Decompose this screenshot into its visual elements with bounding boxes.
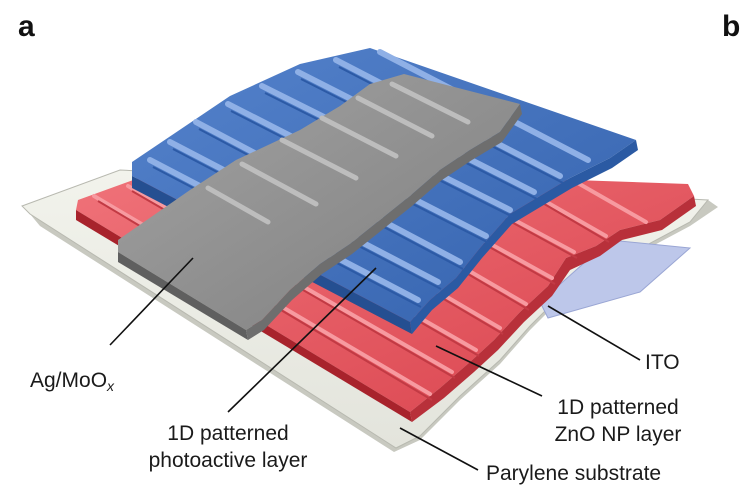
electrode-body — [118, 74, 520, 330]
label-electrode-text: Ag/MoO — [30, 369, 108, 392]
label-zno: 1D patterned ZnO NP layer — [528, 394, 708, 448]
leader-lines — [109, 257, 641, 471]
label-photoactive: 1D patterned photoactive layer — [128, 420, 328, 474]
leader-electrode — [109, 257, 194, 346]
label-photoactive-line2: photoactive layer — [148, 449, 308, 472]
electrode-side — [246, 104, 522, 340]
panel-letter-a: a — [18, 10, 35, 43]
leader-ito — [547, 305, 641, 361]
photoactive-side — [410, 140, 638, 334]
panel-letter-b: b — [722, 10, 741, 43]
electrode-layer — [118, 74, 522, 340]
label-photoactive-line1: 1D patterned — [167, 422, 289, 445]
label-substrate: Parylene substrate — [486, 462, 662, 485]
label-zno-line2: ZnO NP layer — [554, 423, 682, 446]
zno-side — [410, 196, 696, 422]
electrode-edge — [118, 252, 248, 340]
label-ito: ITO — [645, 351, 680, 374]
leader-substrate — [399, 427, 479, 471]
leader-photoactive — [227, 267, 377, 413]
label-zno-line1: 1D patterned — [557, 396, 679, 419]
label-electrode-subscript: x — [107, 378, 115, 394]
leader-zno — [435, 345, 543, 397]
label-electrode: Ag/MoOx — [30, 367, 114, 400]
electrode-ridges — [205, 81, 471, 225]
